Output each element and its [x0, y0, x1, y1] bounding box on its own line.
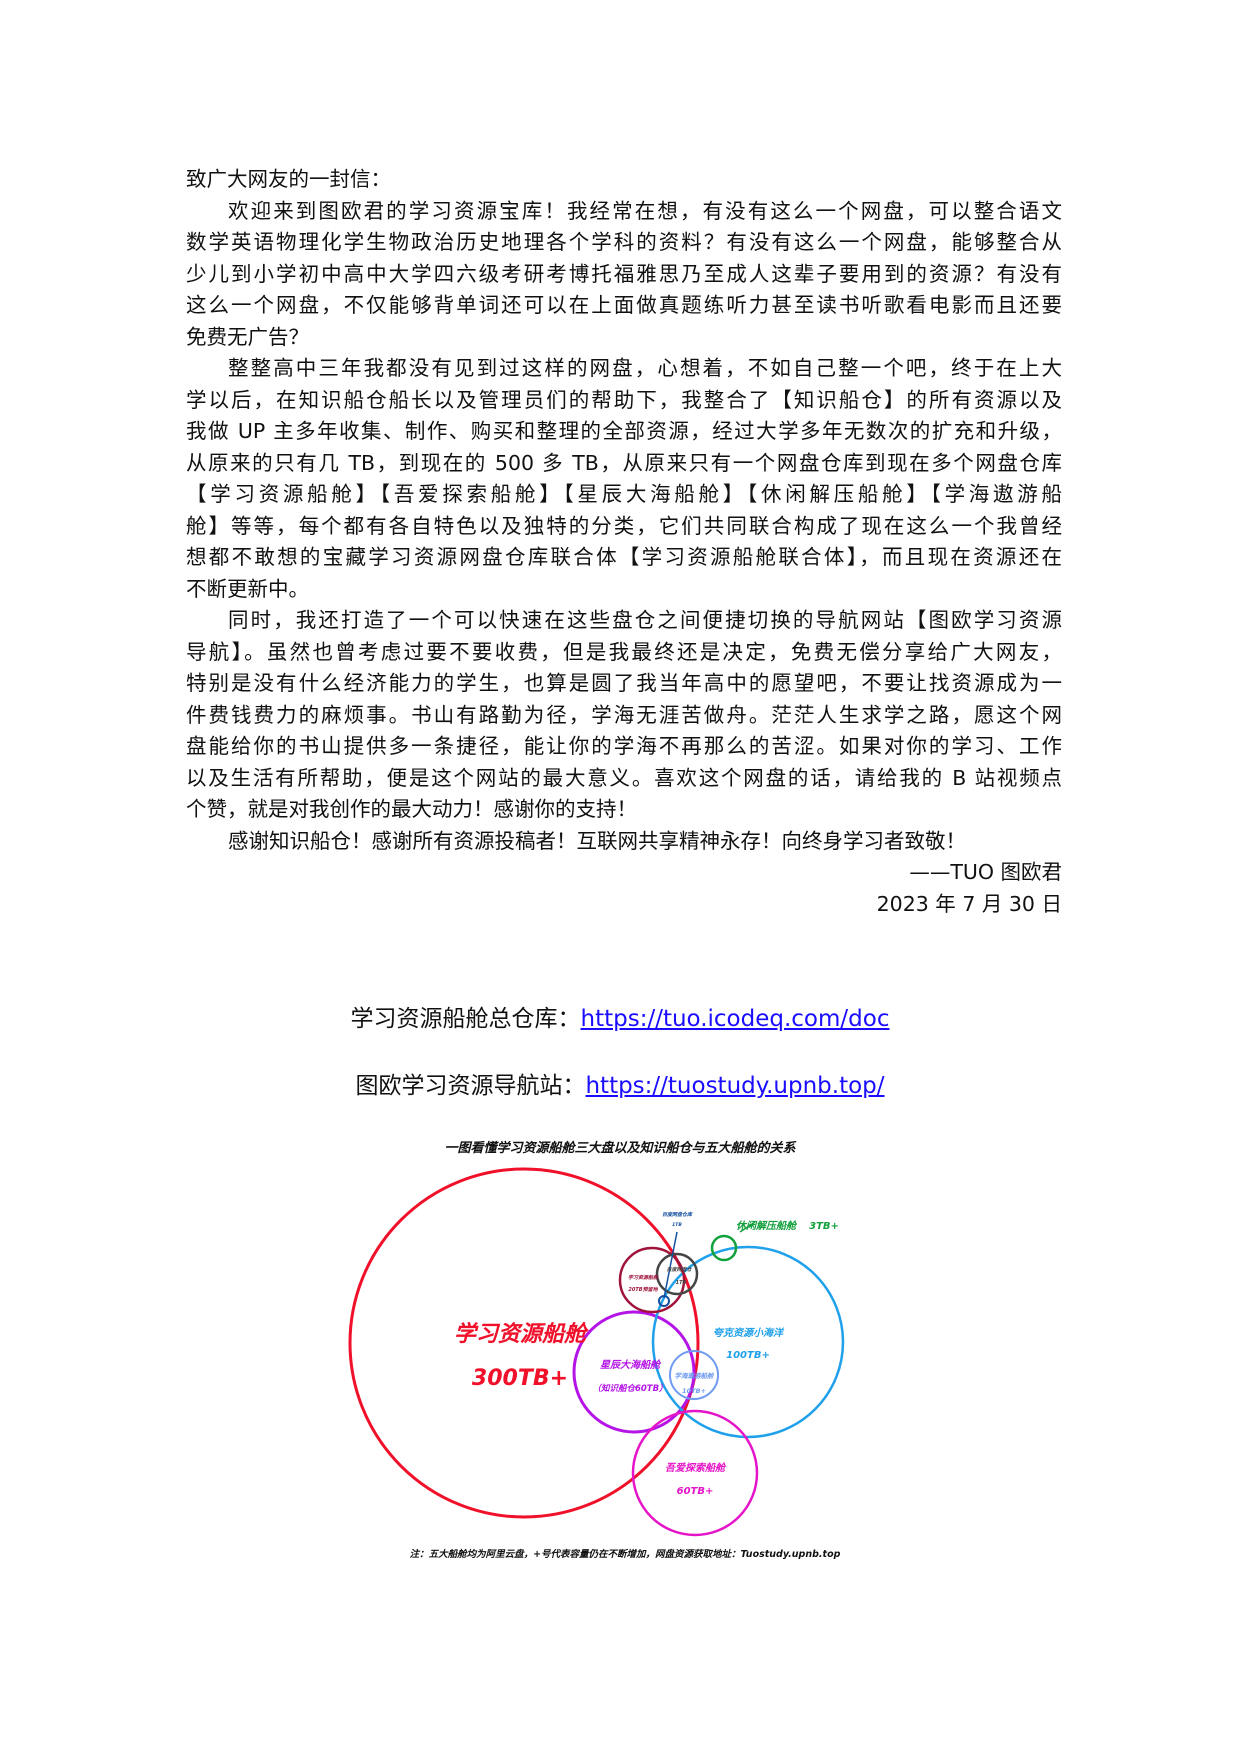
- label-xiuxian-name: 休闲解压船舱: [736, 1220, 798, 1232]
- letter-line: 感谢知识船仓！感谢所有资源投稿者！互联网共享精神永存！向终身学习者致敬！: [228, 828, 966, 853]
- circle-xiuxian: [710, 1234, 738, 1262]
- label-xuehai-size: 10TB+: [682, 1387, 706, 1395]
- label-grey-name: 百度网盘仓: [666, 1266, 692, 1273]
- label-xuexi-name: 学习资源船舱: [454, 1321, 589, 1347]
- label-wuai-name: 吾爱探索船舱: [665, 1462, 727, 1474]
- connector-line: [663, 1231, 678, 1299]
- warehouse-link[interactable]: https://tuo.icodeq.com/doc: [580, 1006, 890, 1032]
- circle-xingchen: [572, 1310, 696, 1434]
- letter-line: 同时，我还打造了一个可以快速在这些盘仓之间便捷切换的导航网站【图欧学习资源: [228, 608, 1062, 632]
- label-xingchen-name: 星辰大海船舱: [600, 1359, 662, 1371]
- circle-wuai: [631, 1409, 759, 1537]
- circle-grey: [655, 1252, 699, 1296]
- label-wuai-size: 60TB+: [677, 1486, 714, 1497]
- letter-line: 舱】等等，每个都有各自特色以及独特的分类，它们共同联合构成了现在这么一个我曾经: [186, 513, 1062, 538]
- link-row-warehouse: 学习资源船舱总仓库：https://tuo.icodeq.com/doc: [0, 999, 1240, 1033]
- label-maroon-size: 20TB预留地: [628, 1286, 658, 1293]
- letter-date: 2023 年 7 月 30 日: [876, 891, 1062, 916]
- circle-maroon: [618, 1246, 686, 1314]
- link-label: 学习资源船舱总仓库：: [350, 1006, 581, 1032]
- circle-xuehai: [669, 1350, 719, 1400]
- letter-line: 我做 UP 主多年收集、制作、购买和整理的全部资源，经过大学多年无数次的扩充和升…: [186, 419, 1062, 443]
- letter-line: 整整高中三年我都没有见到过这样的网盘，心想着，不如自己整一个吧，终于在上大: [228, 356, 1062, 380]
- label-top-size: 1TB: [672, 1222, 682, 1228]
- diagram-title: 一图看懂学习资源船舱三大盘以及知识船仓与五大船舱的关系: [444, 1140, 797, 1156]
- letter-line: 欢迎来到图欧君的学习资源宝库！我经常在想，有没有这么一个网盘，可以整合语文: [228, 198, 1062, 223]
- label-grey-size: 1TB: [676, 1280, 687, 1286]
- link-label: 图欧学习资源导航站：: [355, 1073, 586, 1099]
- letter-line: 个赞，就是对我创作的最大动力！感谢你的支持！: [186, 797, 637, 821]
- circle-xuexi: [348, 1167, 700, 1519]
- letter-greeting: 致广大网友的一封信：: [186, 167, 391, 191]
- label-xingchen-size: （知识船仓60TB）: [592, 1383, 667, 1394]
- letter-line: 免费无广告？: [186, 324, 309, 349]
- label-xiuxian-size: 3TB+: [809, 1221, 839, 1232]
- letter-line: 【学习资源船舱】【吾爱探索船舱】【星辰大海船舱】【休闲解压船舱】【学海遨游船: [186, 482, 1062, 506]
- letter-signature: ——TUO 图欧君: [909, 860, 1062, 884]
- label-kuake-size: 100TB+: [726, 1350, 770, 1361]
- letter-line: 少儿到小学初中高中大学四六级考研考博托福雅思乃至成人这辈子要用到的资源？有没有: [186, 261, 1062, 286]
- letter-line: 数学英语物理化学生物政治历史地理各个学科的资料？有没有这么一个网盘，能够整合从: [186, 230, 1062, 254]
- circle-kuake: [651, 1245, 845, 1439]
- label-maroon-name: 学习资源船舱: [628, 1274, 659, 1281]
- letter-line: 学以后，在知识船仓船长以及管理员们的帮助下，我整合了【知识船仓】的所有资源以及: [186, 387, 1062, 412]
- letter-line: 盘能给你的书山提供多一条捷径，能让你的学海不再那么的苦涩。如果对你的学习、工作: [186, 734, 1062, 758]
- link-row-navigation: 图欧学习资源导航站：https://tuostudy.upnb.top/: [0, 1066, 1240, 1100]
- letter-line: 从原来的只有几 TB，到现在的 500 多 TB，从原来只有一个网盘仓库到现在多…: [186, 450, 1062, 475]
- label-xuexi-size: 300TB+: [472, 1366, 568, 1391]
- letter-line: 件费钱费力的麻烦事。书山有路勤为径，学海无涯苦做舟。茫茫人生求学之路，愿这个网: [186, 702, 1062, 727]
- connector-line: [739, 1221, 756, 1233]
- navigation-link[interactable]: https://tuostudy.upnb.top/: [585, 1073, 885, 1099]
- letter-line: 特别是没有什么经济能力的学生，也算是圆了我当年高中的愿望吧，不要让找资源成为一: [186, 671, 1062, 695]
- label-top-name: 百度网盘仓库: [662, 1211, 693, 1218]
- letter-line: 不断更新中。: [186, 576, 309, 601]
- letter-line: 想都不敢想的宝藏学习资源网盘仓库联合体【学习资源船舱联合体】，而且现在资源还在: [186, 545, 1062, 569]
- letter-body: 致广大网友的一封信： 欢迎来到图欧君的学习资源宝库！我经常在想，有没有这么一个网…: [186, 164, 1062, 920]
- diagram-note: 注：五大船舱均为阿里云盘，+号代表容量仍在不断增加，网盘资源获取地址：Tuost…: [410, 1548, 841, 1560]
- letter-line: 导航】。虽然也曾考虑过要不要收费，但是我最终还是决定，免费无偿分享给广大网友，: [186, 639, 1062, 664]
- label-xuehai-name: 学海遨游船舱: [675, 1372, 716, 1380]
- letter-line: 以及生活有所帮助，便是这个网站的最大意义。喜欢这个网盘的话，请给我的 B 站视频…: [186, 765, 1062, 790]
- letter-line: 这么一个网盘，不仅能够背单词还可以在上面做真题练听力甚至读书听歌看电影而且还要: [186, 293, 1062, 317]
- label-kuake-name: 夸克资源小海洋: [713, 1327, 785, 1339]
